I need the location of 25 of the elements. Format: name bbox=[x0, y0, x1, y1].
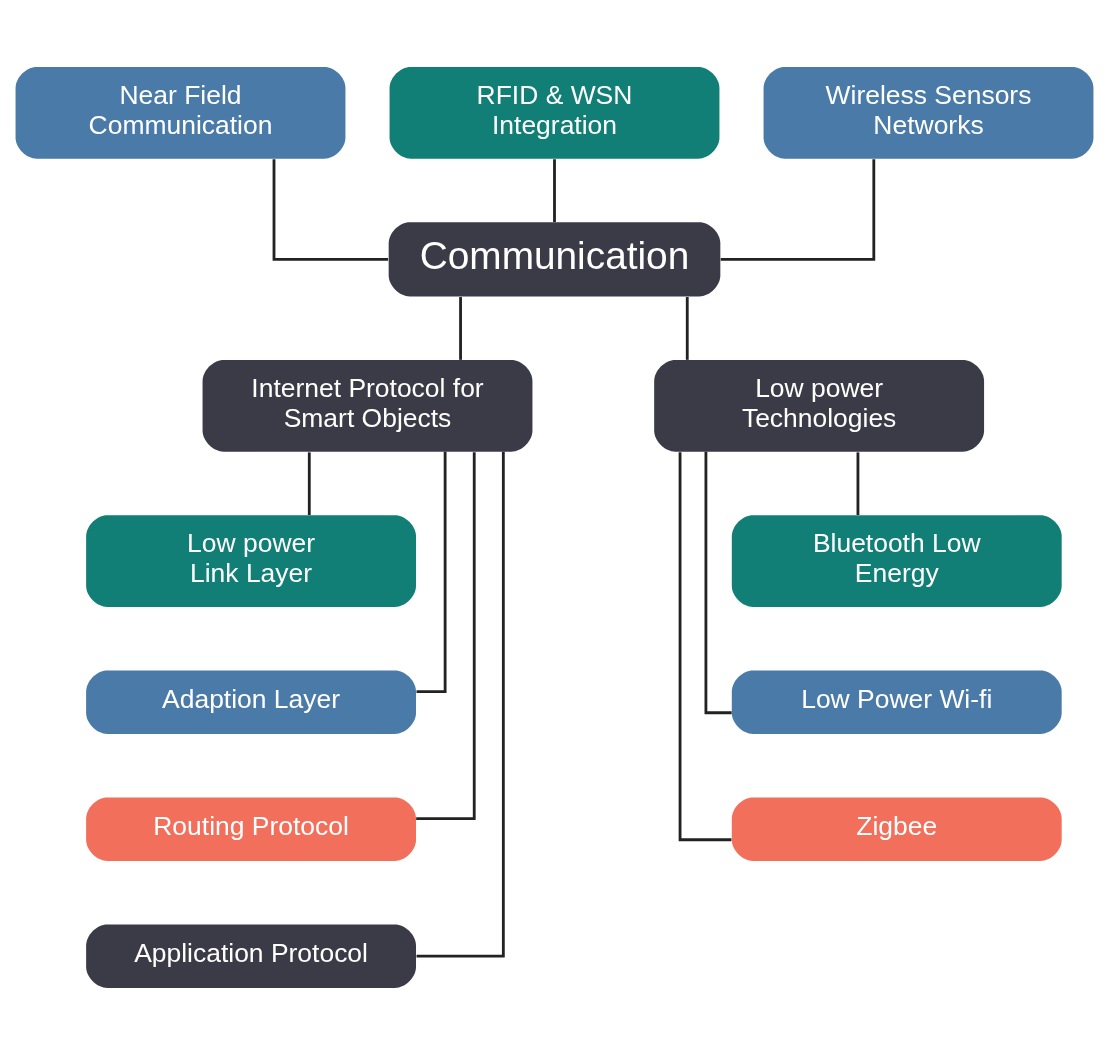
connector bbox=[416, 451, 447, 693]
connector bbox=[553, 158, 556, 222]
node-box: Bluetooth Low Energy bbox=[731, 514, 1062, 607]
connector bbox=[685, 296, 689, 360]
connector bbox=[856, 451, 860, 515]
node-box: Low power Link Layer bbox=[86, 514, 416, 607]
node-box: Zigbee bbox=[731, 796, 1062, 861]
node-box: Wireless Sensors Networks bbox=[763, 66, 1094, 159]
node-box: Internet Protocol for Smart Objects bbox=[202, 359, 533, 452]
node-box: RFID & WSN Integration bbox=[389, 66, 720, 159]
connector bbox=[272, 158, 389, 261]
node-box: Communication bbox=[388, 221, 721, 296]
connector bbox=[307, 451, 311, 515]
connector bbox=[678, 451, 732, 841]
node-box: Adaption Layer bbox=[86, 669, 416, 734]
connector bbox=[416, 451, 476, 820]
node-box: Low Power Wi-fi bbox=[731, 669, 1062, 734]
connector bbox=[416, 451, 505, 958]
node-box: Application Protocol bbox=[86, 923, 416, 988]
connector bbox=[704, 451, 732, 714]
node-box: Low power Technologies bbox=[654, 359, 985, 452]
node-box: Routing Protocol bbox=[86, 796, 416, 861]
connector bbox=[720, 158, 876, 261]
node-box: Near Field Communication bbox=[15, 66, 346, 159]
connector bbox=[459, 296, 462, 360]
